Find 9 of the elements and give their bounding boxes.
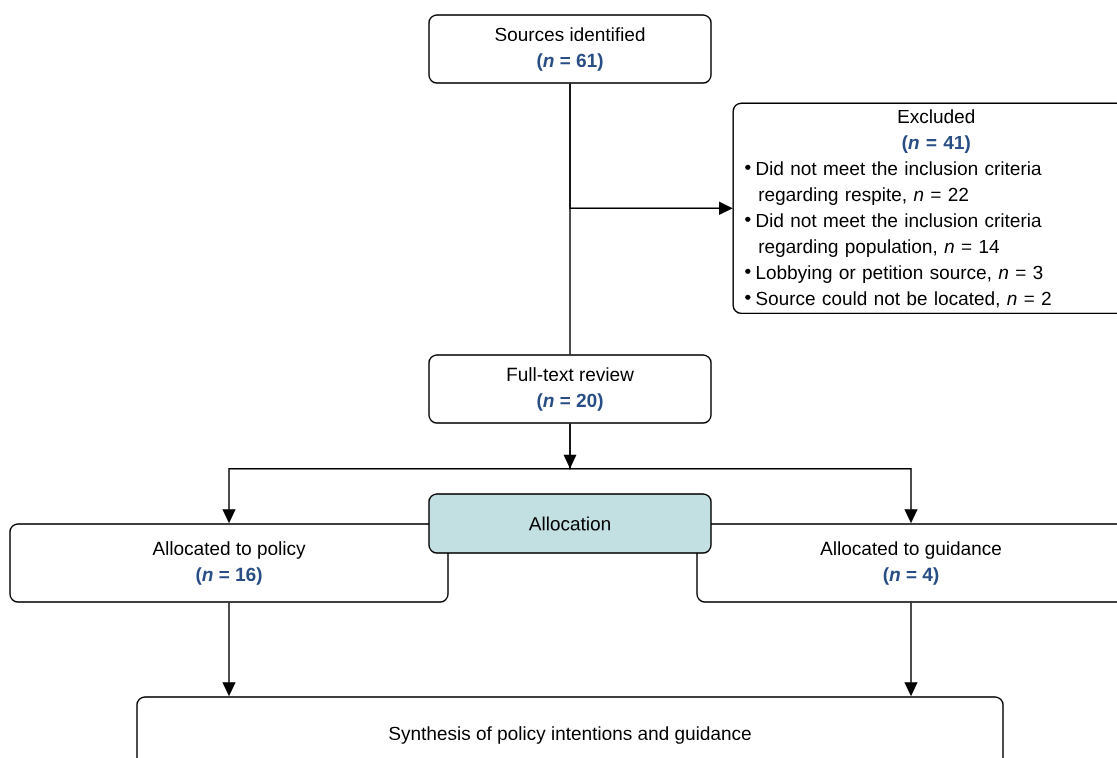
- arrow: [563, 454, 577, 469]
- process-box: Sources identified (n = 61): [428, 14, 712, 84]
- allocation-box: Allocation: [428, 493, 712, 554]
- synthesis-box: Synthesis of policy intentions and guidance: [136, 696, 1004, 758]
- exclusion-box: Excluded (n = 41) Did not meet the inclusion criteria regarding respite, n = 22 Did not meet the inclusion criteria regarding population, n = 14 Lobbying or petition source, n = 3 Source could not be located, n = 2: [732, 102, 1117, 315]
- process-box: Allocated to policy (n = 16): [9, 523, 449, 603]
- arrow: [569, 83, 733, 215]
- process-box: Allocated to guidance (n = 4): [696, 523, 1117, 603]
- process-box: Full-text review (n = 20): [428, 354, 712, 424]
